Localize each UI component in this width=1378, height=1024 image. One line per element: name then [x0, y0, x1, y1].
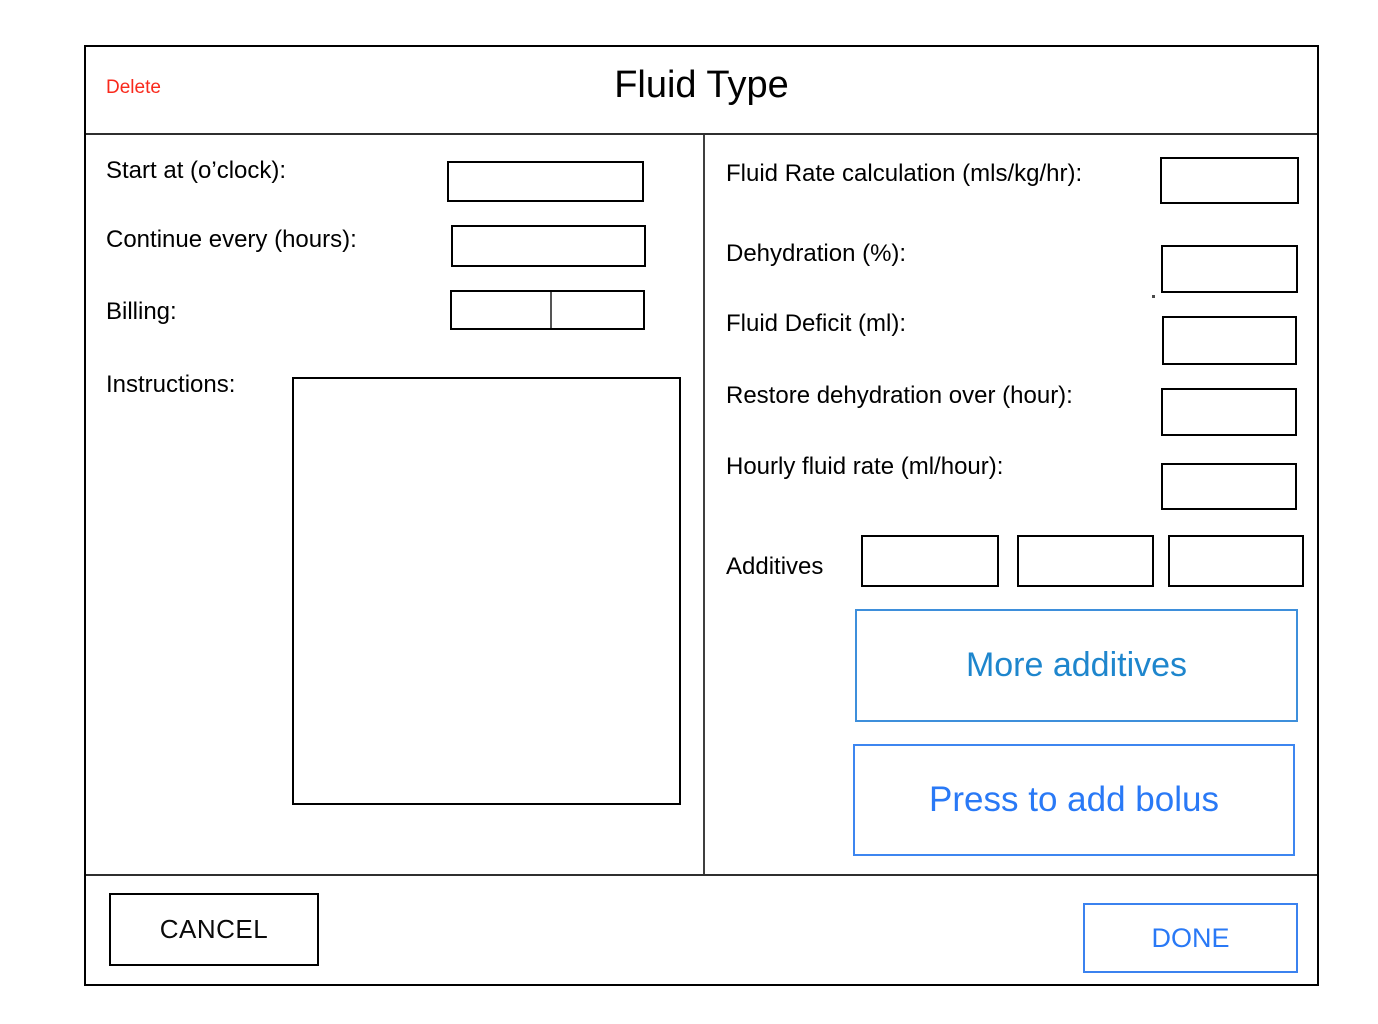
restore-dehydration-label: Restore dehydration over (hour): [726, 382, 1073, 409]
billing-input-divider [550, 292, 552, 328]
billing-input-left[interactable] [452, 292, 550, 328]
dialog-title: Fluid Type [614, 64, 789, 106]
additive-input-1[interactable] [861, 535, 999, 587]
fluid-type-dialog: Delete Fluid Type Start at (o’clock): Co… [84, 45, 1319, 986]
dehydration-label: Dehydration (%): [726, 240, 907, 267]
restore-dehydration-input[interactable] [1161, 388, 1297, 436]
more-additives-button[interactable]: More additives [855, 609, 1298, 722]
billing-input-right[interactable] [552, 292, 643, 328]
add-bolus-button-label: Press to add bolus [929, 780, 1219, 819]
fluid-deficit-input[interactable] [1162, 316, 1297, 365]
footer-divider [86, 874, 1317, 876]
fluid-rate-label: Fluid Rate calculation (mls/kg/hr): [726, 160, 1083, 187]
billing-label: Billing: [106, 298, 177, 325]
stray-mark [1152, 295, 1155, 298]
start-at-label: Start at (o’clock): [106, 157, 287, 184]
billing-input[interactable] [450, 290, 645, 330]
header-divider [86, 133, 1317, 135]
additive-input-2[interactable] [1017, 535, 1154, 587]
delete-button[interactable]: Delete [106, 77, 161, 98]
more-additives-button-label: More additives [965, 646, 1188, 684]
fluid-deficit-label: Fluid Deficit (ml): [726, 310, 907, 337]
cancel-button-label: CANCEL [159, 914, 269, 944]
instructions-textarea[interactable] [292, 377, 681, 805]
hourly-rate-label: Hourly fluid rate (ml/hour): [726, 453, 1004, 480]
dehydration-input[interactable] [1161, 245, 1298, 293]
done-button[interactable]: DONE [1083, 903, 1298, 973]
continue-every-label: Continue every (hours): [106, 226, 357, 253]
hourly-rate-input[interactable] [1161, 463, 1297, 510]
additives-label: Additives [726, 553, 824, 580]
fluid-rate-input[interactable] [1160, 157, 1299, 204]
add-bolus-button[interactable]: Press to add bolus [853, 744, 1295, 856]
start-at-input[interactable] [447, 161, 644, 202]
instructions-label: Instructions: [106, 371, 236, 398]
done-button-label: DONE [1151, 922, 1230, 953]
additive-input-3[interactable] [1168, 535, 1304, 587]
cancel-button[interactable]: CANCEL [109, 893, 319, 966]
column-divider [703, 135, 705, 874]
continue-every-input[interactable] [451, 225, 646, 267]
